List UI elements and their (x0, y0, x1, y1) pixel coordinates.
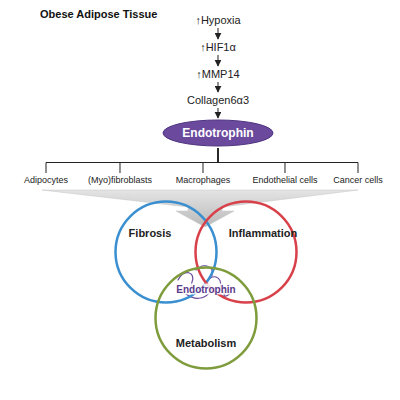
ellipse-text: Endotrophin (182, 126, 253, 140)
step-label: ↑Hypoxia (193, 13, 242, 27)
step-label: Collagen6α3 (185, 93, 251, 107)
connector (203, 148, 218, 173)
circle-shape (154, 266, 258, 370)
connector (218, 28, 219, 39)
circle-label: Inflammation (229, 227, 297, 239)
step-label: (Myo)fibroblasts (86, 174, 154, 186)
endotrophin-ellipse: Endotrophin (162, 119, 274, 147)
step-text: Adipocytes (24, 175, 68, 185)
circle-label: Fibrosis (129, 227, 172, 239)
center-label: Endotrophin (174, 284, 237, 295)
step-text: ↑MMP14 (196, 68, 239, 80)
step-text: Collagen6α3 (187, 94, 249, 106)
connector (218, 148, 358, 173)
step-label: Cancer cells (331, 174, 385, 186)
connector (120, 148, 218, 173)
step-text: Macrophages (176, 175, 231, 185)
step-label: ↑HIF1α (198, 40, 238, 54)
connector (218, 82, 219, 92)
connector (217, 55, 218, 66)
step-text: (Myo)fibroblasts (88, 175, 152, 185)
connector (46, 148, 218, 173)
step-text: ↑HIF1α (200, 41, 236, 53)
circle-label: Metabolism (176, 337, 237, 349)
venn-circle: Metabolism (154, 266, 258, 370)
connector (217, 108, 218, 118)
step-label: Endothelial cells (250, 174, 319, 186)
step-text: Endothelial cells (252, 175, 317, 185)
step-text: Cancer cells (333, 175, 383, 185)
step-label: ↑MMP14 (194, 67, 241, 81)
funnel-arrow (42, 190, 358, 227)
step-text: ↑Hypoxia (195, 14, 240, 26)
connector (218, 148, 285, 173)
step-label: Macrophages (174, 174, 233, 186)
diagram-title: Obese Adipose Tissue (40, 8, 157, 20)
step-label: Adipocytes (22, 174, 70, 186)
